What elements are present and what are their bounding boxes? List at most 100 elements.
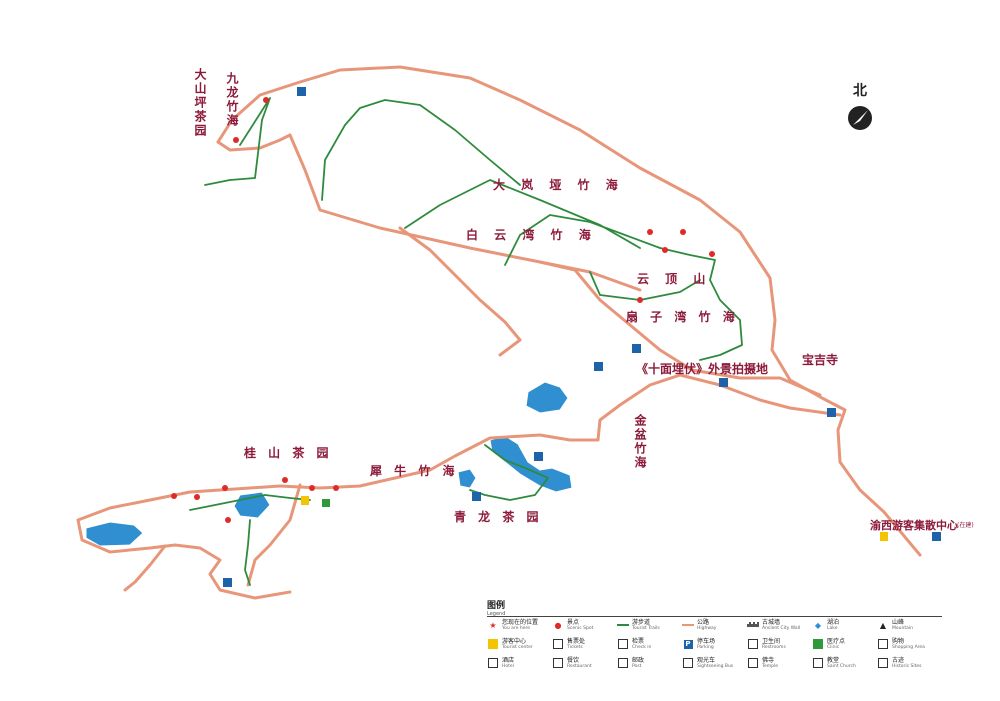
facility-icons [223,87,941,587]
scenic-spot-dot [309,485,315,491]
trail-qinglong [469,444,549,501]
legend-item-label: 游客中心 [502,638,527,645]
highway-link [246,483,302,587]
legend-item-label: 山峰 [892,619,905,626]
city-wall-icon [747,620,759,630]
scenic-spot-dot [637,297,643,303]
legend-item-label: 酒店 [502,657,515,664]
lakes [85,381,573,547]
area-label-xiniu: 犀 牛 竹 海 [370,464,459,478]
post-icon [617,658,629,668]
checkin-icon [617,639,629,649]
trail-jiulong [204,97,271,186]
area-label-baojisi: 宝吉寺 [802,353,839,367]
legend-item-english: Post [632,664,642,669]
legend-item-english: Restrooms [762,645,786,650]
lake-icon: ◆ [814,620,822,630]
highways [76,65,922,600]
trail-baiyun [504,214,661,266]
legend-item-label: 观光车 [697,657,716,664]
parking-icon [827,408,836,417]
info-icon [301,496,309,505]
scenic-spot-dot [647,229,653,235]
scenic-spot-dot [233,137,239,143]
area-label-baiyunwan: 白 云 湾 竹 海 [466,228,597,242]
parking-icon [534,452,543,461]
ticket-icon [552,639,564,649]
legend-divider [487,616,942,617]
info-icon [487,639,499,649]
scenic-spot-dot [282,477,288,483]
clinic-icon [812,639,824,649]
legend-item-english: Mountain [892,626,913,631]
lake-west [85,521,144,547]
parking-icon [472,492,481,501]
lake-east [489,435,573,493]
legend-item-english: Highway [697,626,717,631]
legend-item-label: 停车场 [697,638,716,645]
legend-title: 图例 [487,601,506,611]
legend-item-english: Lake [827,626,838,631]
area-label-yuxi-center: 渝西游客集散中心 [870,519,958,532]
highway-southwest-tail [123,544,167,592]
area-label-yuxi-note: (在建) [957,522,974,529]
legend-item-english: Shopping Area [892,645,925,650]
legend-item-english: Ancient City Wall [762,626,801,631]
hotel-icon [487,658,499,668]
legend-item-english: Restaurant [567,664,592,669]
historic-icon [877,658,889,668]
scenic-spot-dot [263,97,269,103]
star-icon: ★ [489,620,497,630]
legend-item-label: 医疗点 [827,638,846,645]
trail-north-ridge [321,99,521,201]
legend-item-label: 购物 [892,638,905,645]
legend-item-label: 古城墙 [762,619,781,626]
legend-item-english: Tourist center [502,645,533,650]
scenic-spot-dot [222,485,228,491]
scenic-dot-icon: ● [554,620,562,630]
legend-header: 图例 Legend [487,598,950,617]
legend-item-label: 景点 [567,619,580,626]
highway-line-icon [682,620,694,630]
temple-icon [747,658,759,668]
legend-item-label: 佛寺 [762,657,775,664]
trail-line-icon [617,620,629,630]
parking-icon [223,578,232,587]
legend-item-label: 邮政 [632,657,645,664]
legend-subtitle: Legend [487,611,506,617]
legend-item-label: 检票 [632,638,645,645]
legend-item-label: 湖泊 [827,619,840,626]
lake-qinglong [457,468,477,489]
parking-icon [297,87,306,96]
clinic-icon [322,499,330,507]
shopping-icon [877,639,889,649]
legend-item-english: Scenic Spot [567,626,594,631]
legend-item-label: 您现在的位置 [502,619,539,626]
legend-item-label: 古迹 [892,657,905,664]
trail-yunding [659,247,743,361]
legend-item-label: 游步道 [632,619,651,626]
restroom-icon [747,639,759,649]
legend-item-english: You are here [502,626,531,631]
area-label-dashanping: 大山坪茶园 [193,68,207,138]
trails [189,97,743,586]
scenic-spot-dot [171,493,177,499]
compass: 北 [843,80,877,136]
legend-item-english: Temple [762,664,779,669]
mountain-icon: ▲ [879,620,887,630]
highway-southbend [398,226,522,357]
